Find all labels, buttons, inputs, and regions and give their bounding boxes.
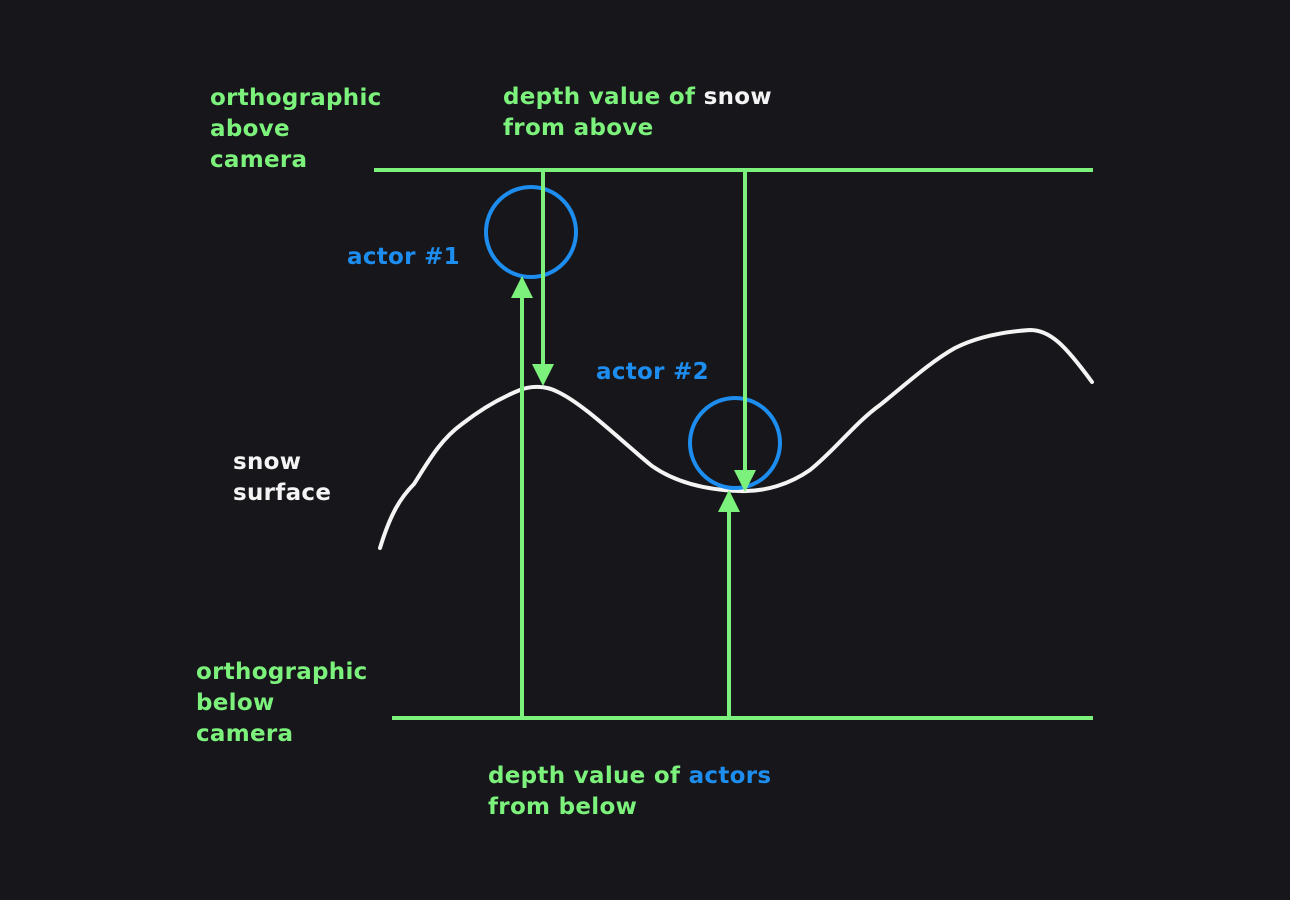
actor-depth-label-line1: depth value of actors	[488, 761, 771, 792]
below-camera-label-line3: camera	[196, 721, 294, 747]
snow-depth-label-line2: from above	[503, 115, 654, 141]
above-camera-label-line1: orthographic	[210, 85, 382, 111]
snow-surface-label-line1: snow	[233, 449, 302, 475]
above-camera-label-line3: camera	[210, 147, 308, 173]
below-camera-label: orthographic below camera	[196, 657, 368, 750]
snow-depth-arrow-2	[734, 170, 756, 492]
actors-highlight: actors	[688, 763, 772, 789]
below-camera-label-line2: below	[196, 690, 275, 716]
below-camera-label-line1: orthographic	[196, 659, 368, 685]
actor2-circle	[688, 396, 782, 490]
snow-depth-prefix: depth value of	[503, 84, 704, 110]
above-camera-label: orthographic above camera	[210, 83, 382, 176]
snow-depth-arrow-1	[532, 170, 554, 386]
above-camera-label-line2: above	[210, 116, 290, 142]
actor-depth-prefix: depth value of	[488, 763, 689, 789]
snow-surface-label-line2: surface	[233, 480, 332, 506]
actor1-circle	[484, 185, 578, 279]
snow-surface-label: snow surface	[233, 447, 331, 509]
actor-depth-arrow-2	[718, 490, 740, 718]
snow-highlight: snow	[703, 84, 772, 110]
snow-depth-label-line1: depth value of snow	[503, 82, 772, 113]
snow-surface-curve	[378, 328, 1094, 550]
snow-depth-label: depth value of snow from above	[503, 82, 772, 144]
actor-depth-arrow-1	[511, 276, 533, 718]
actor2-label: actor #2	[596, 359, 709, 385]
actor1-label: actor #1	[347, 244, 460, 270]
actor-depth-label: depth value of actors from below	[488, 761, 771, 823]
actor-depth-label-line2: from below	[488, 794, 638, 820]
